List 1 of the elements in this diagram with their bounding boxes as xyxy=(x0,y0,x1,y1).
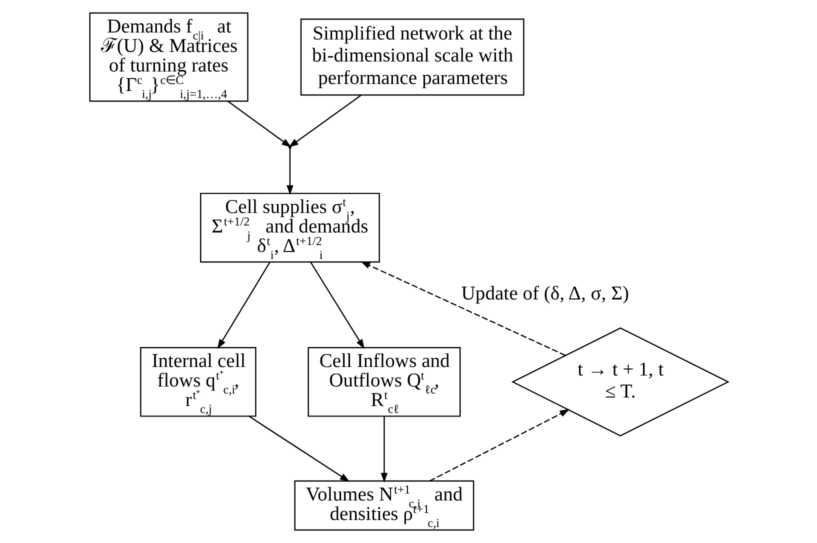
edge-label: Update of (δ, Δ, σ, Σ) xyxy=(460,284,629,305)
